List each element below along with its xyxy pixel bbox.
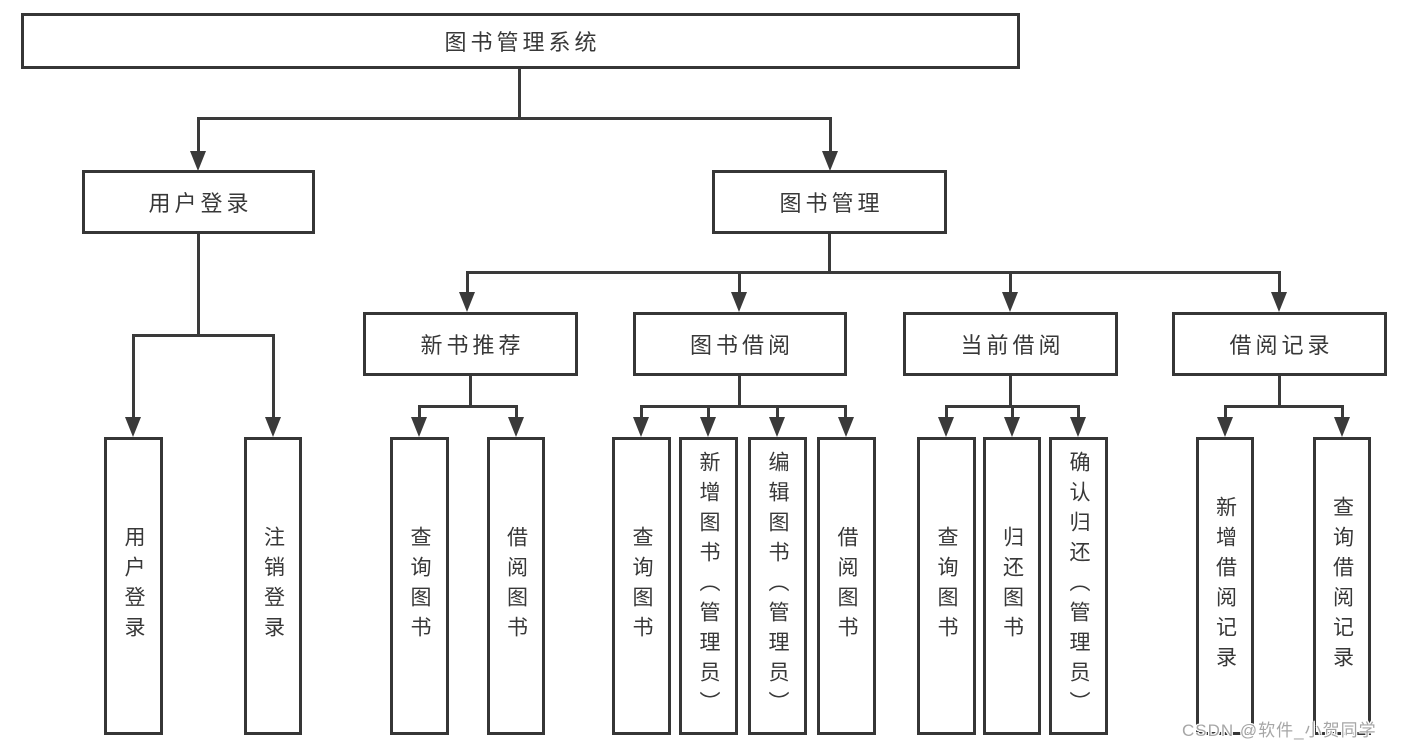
arrowhead-book-borrow — [731, 292, 747, 312]
connector-borrow-drop — [738, 376, 741, 408]
connector-book-mgmt-rail — [466, 271, 1281, 274]
leaf-add-borrow-record: 新增借阅记录 — [1196, 437, 1254, 735]
node-user-login-label: 用户登录 — [148, 191, 253, 216]
node-book-borrow-label: 图书借阅 — [689, 333, 794, 358]
leaf-edit-books-admin: 编辑图书（管理员） — [748, 437, 807, 735]
leaf-query-books-current-label: 查询图书 — [935, 526, 959, 646]
connector-book-mgmt-drop — [828, 234, 831, 274]
leaf-query-borrow-record-label: 查询借阅记录 — [1330, 496, 1354, 676]
connector-current-drop — [1009, 376, 1012, 408]
leaf-confirm-return-admin: 确认归还（管理员） — [1049, 437, 1108, 735]
connector-recommend-arm-1 — [418, 405, 421, 421]
leaf-query-books-recommend: 查询图书 — [390, 437, 449, 735]
leaf-borrow-books: 借阅图书 — [817, 437, 876, 735]
leaf-query-books-current: 查询图书 — [917, 437, 976, 735]
arrowhead-borrow-records — [1271, 292, 1287, 312]
connector-records-rail — [1224, 405, 1343, 408]
arrowhead-current-borrow — [1002, 292, 1018, 312]
connector-recommend-rail — [418, 405, 518, 408]
leaf-borrow-books-recommend: 借阅图书 — [487, 437, 545, 735]
connector-borrow-arm-2 — [707, 405, 710, 421]
arrowhead-query-books-recommend — [411, 417, 427, 437]
leaf-query-borrow-record: 查询借阅记录 — [1313, 437, 1371, 735]
node-book-borrow: 图书借阅 — [633, 312, 847, 376]
arrowhead-leaf-logout — [265, 417, 281, 437]
arrowhead-confirm-return-admin — [1070, 417, 1086, 437]
connector-borrow-rail — [640, 405, 846, 408]
connector-user-login-arm-1 — [132, 334, 135, 419]
leaf-logout: 注销登录 — [244, 437, 302, 735]
leaf-return-books-label: 归还图书 — [1000, 526, 1024, 646]
connector-recommend-drop — [469, 376, 472, 408]
connector-recommend-arm-2 — [515, 405, 518, 421]
connector-book-mgmt-arm-3 — [1009, 271, 1012, 295]
node-new-book-recommend-label: 新书推荐 — [420, 333, 525, 358]
connector-current-arm-3 — [1077, 405, 1080, 421]
node-current-borrow-label: 当前借阅 — [960, 333, 1065, 358]
arrowhead-new-book-recommend — [459, 292, 475, 312]
arrowhead-borrow-books-recommend — [508, 417, 524, 437]
connector-user-login-drop — [197, 234, 200, 337]
leaf-query-books-borrow: 查询图书 — [612, 437, 671, 735]
connector-user-login-rail — [132, 334, 275, 337]
arrowhead-query-books-current — [938, 417, 954, 437]
leaf-logout-label: 注销登录 — [261, 526, 285, 646]
leaf-add-books-admin: 新增图书（管理员） — [679, 437, 738, 735]
arrowhead-borrow-books — [838, 417, 854, 437]
arrowhead-book-management — [822, 151, 838, 171]
node-book-management-label: 图书管理 — [779, 191, 884, 216]
leaf-add-borrow-record-label: 新增借阅记录 — [1213, 496, 1237, 676]
node-book-management: 图书管理 — [712, 170, 947, 234]
node-library-system-label: 图书管理系统 — [444, 30, 601, 55]
connector-root-arm-right — [829, 117, 832, 153]
leaf-query-books-recommend-label: 查询图书 — [408, 526, 432, 646]
connector-root-arm-left — [197, 117, 200, 153]
connector-borrow-arm-4 — [844, 405, 847, 421]
node-borrow-records-label: 借阅记录 — [1229, 333, 1334, 358]
connector-records-arm-1 — [1224, 405, 1227, 421]
connector-current-arm-2 — [1011, 405, 1014, 421]
connector-user-login-arm-2 — [272, 334, 275, 419]
arrowhead-add-books-admin — [700, 417, 716, 437]
connector-current-arm-1 — [945, 405, 948, 421]
arrowhead-edit-books-admin — [769, 417, 785, 437]
arrowhead-add-borrow-record — [1217, 417, 1233, 437]
csdn-watermark: CSDN @软件_小贺同学 — [1182, 721, 1377, 740]
arrowhead-query-borrow-record — [1334, 417, 1350, 437]
leaf-query-books-borrow-label: 查询图书 — [630, 526, 654, 646]
node-user-login: 用户登录 — [82, 170, 315, 234]
connector-root-drop — [518, 68, 521, 118]
leaf-edit-books-admin-label: 编辑图书（管理员） — [766, 451, 790, 721]
leaf-confirm-return-admin-label: 确认归还（管理员） — [1067, 451, 1091, 721]
arrowhead-leaf-user-login — [125, 417, 141, 437]
connector-root-rail — [197, 117, 832, 120]
leaf-user-login: 用户登录 — [104, 437, 163, 735]
connector-book-mgmt-arm-1 — [466, 271, 469, 295]
leaf-borrow-books-recommend-label: 借阅图书 — [504, 526, 528, 646]
node-borrow-records: 借阅记录 — [1172, 312, 1387, 376]
connector-book-mgmt-arm-4 — [1278, 271, 1281, 295]
node-new-book-recommend: 新书推荐 — [363, 312, 578, 376]
connector-borrow-arm-3 — [776, 405, 779, 421]
node-current-borrow: 当前借阅 — [903, 312, 1118, 376]
connector-book-mgmt-arm-2 — [738, 271, 741, 295]
connector-borrow-arm-1 — [640, 405, 643, 421]
leaf-return-books: 归还图书 — [983, 437, 1041, 735]
arrowhead-query-books-borrow — [633, 417, 649, 437]
leaf-borrow-books-label: 借阅图书 — [835, 526, 859, 646]
node-library-system: 图书管理系统 — [21, 13, 1020, 69]
connector-records-drop — [1278, 376, 1281, 408]
leaf-add-books-admin-label: 新增图书（管理员） — [697, 451, 721, 721]
connector-records-arm-2 — [1341, 405, 1344, 421]
arrowhead-user-login — [190, 151, 206, 171]
leaf-user-login-label: 用户登录 — [122, 526, 146, 646]
arrowhead-return-books — [1004, 417, 1020, 437]
